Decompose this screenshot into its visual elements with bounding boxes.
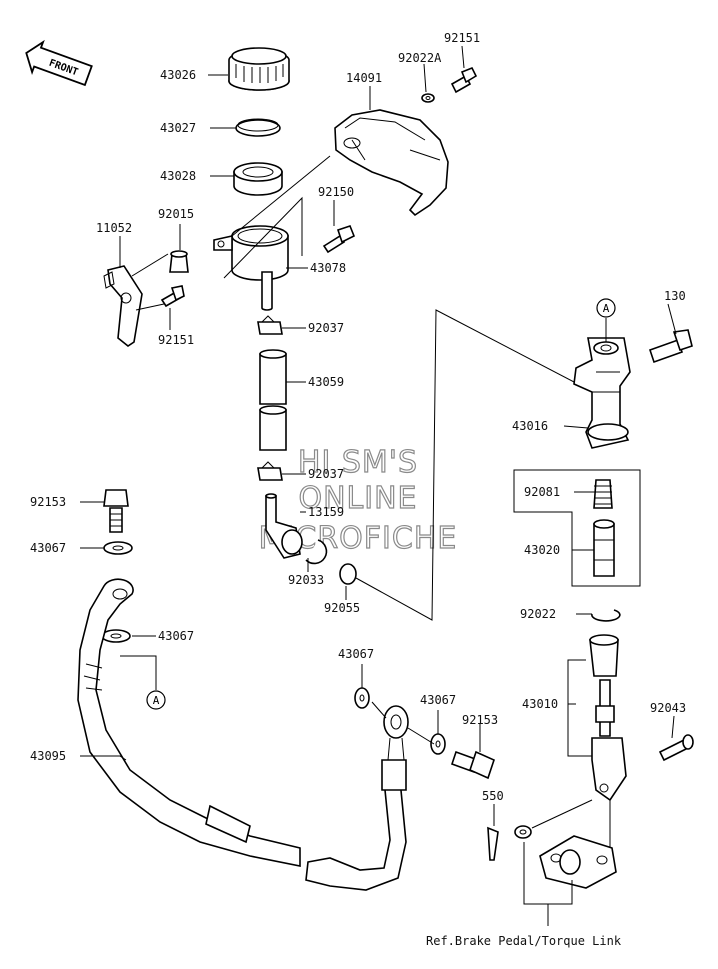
grommet-92015 <box>169 250 189 273</box>
master-cylinder-43016 <box>573 337 631 449</box>
label-92015: 92015 <box>158 207 194 221</box>
bolt-92150 <box>322 225 356 254</box>
brake-hose-43095 <box>77 578 409 891</box>
label-92150: 92150 <box>318 185 354 199</box>
bolt-92151-top <box>450 66 478 94</box>
label-92022: 92022 <box>520 607 556 621</box>
label-92043: 92043 <box>650 701 686 715</box>
clevis-torque-link <box>539 835 617 889</box>
label-92022a: 92022A <box>398 51 442 65</box>
label-13159: 13159 <box>308 505 344 519</box>
clamp-92037-bottom <box>257 461 283 481</box>
label-43059: 43059 <box>308 375 344 389</box>
label-43067-left-top: 43067 <box>30 541 66 555</box>
bracket-11052 <box>103 265 143 347</box>
label-43026: 43026 <box>160 68 196 82</box>
circlip-92022 <box>591 609 621 622</box>
washer-43067-mid <box>354 687 370 709</box>
callout-a-bottom-label: A <box>153 694 160 707</box>
callout-a-top-label: A <box>603 302 610 315</box>
label-43095: 43095 <box>30 749 66 763</box>
label-43067-right: 43067 <box>420 693 456 707</box>
reservoir-diaphragm <box>233 162 283 196</box>
piston-kit-43020-box <box>513 469 641 587</box>
watermark-line-2: ONLINE <box>298 481 417 516</box>
label-92037-bottom: 92037 <box>308 467 344 481</box>
label-43078: 43078 <box>310 261 346 275</box>
label-130: 130 <box>664 289 686 303</box>
reservoir-cap <box>228 47 290 91</box>
oring-92055 <box>339 563 357 585</box>
reference-note: Ref.Brake Pedal/Torque Link <box>426 934 622 948</box>
fitting-13159 <box>265 493 303 559</box>
label-92153-left: 92153 <box>30 495 66 509</box>
reservoir-cover <box>334 109 449 217</box>
label-92033: 92033 <box>288 573 324 587</box>
bolt-92151-bottom <box>160 285 185 308</box>
label-43010: 43010 <box>522 697 558 711</box>
label-92081: 92081 <box>524 485 560 499</box>
leader-lines <box>80 45 677 926</box>
callout-a-bottom: A <box>146 690 166 710</box>
front-arrow-icon: FRONT <box>25 39 93 87</box>
pushrod-43010 <box>589 634 627 802</box>
label-550: 550 <box>482 789 504 803</box>
label-43067-left-bottom: 43067 <box>158 629 194 643</box>
label-43067-mid: 43067 <box>338 647 374 661</box>
banjo-bolt-92153-right <box>450 750 495 780</box>
spring-92081 <box>593 479 613 509</box>
washer-92022a <box>421 93 435 103</box>
label-11052: 11052 <box>96 221 132 235</box>
label-43027: 43027 <box>160 121 196 135</box>
watermark-line-1: HI SM'S <box>298 445 418 480</box>
washer-43067-left-bottom <box>101 629 131 643</box>
label-43016: 43016 <box>512 419 548 433</box>
label-92151-bottom: 92151 <box>158 333 194 347</box>
bolt-130 <box>648 329 693 364</box>
label-92037-top: 92037 <box>308 321 344 335</box>
circlip-92033 <box>305 539 328 565</box>
label-92151-top: 92151 <box>444 31 480 45</box>
washer-ref <box>514 825 532 839</box>
label-14091: 14091 <box>346 71 382 85</box>
label-43028: 43028 <box>160 169 196 183</box>
clamp-92037-top <box>257 315 283 335</box>
part-labels: 43026 43027 43028 14091 92022A 92151 921… <box>30 31 686 948</box>
reservoir-plate <box>235 118 281 137</box>
banjo-bolt-92153-left <box>103 489 129 533</box>
cotter-pin-550 <box>487 826 499 861</box>
pin-92043 <box>658 734 694 762</box>
hose-43059 <box>259 349 287 451</box>
label-43020: 43020 <box>524 543 560 557</box>
callout-a-top: A <box>596 298 616 318</box>
label-92153-right: 92153 <box>462 713 498 727</box>
reservoir-body <box>213 225 289 311</box>
washer-43067-left-top <box>103 541 133 555</box>
piston-43020 <box>593 519 615 577</box>
label-92055: 92055 <box>324 601 360 615</box>
